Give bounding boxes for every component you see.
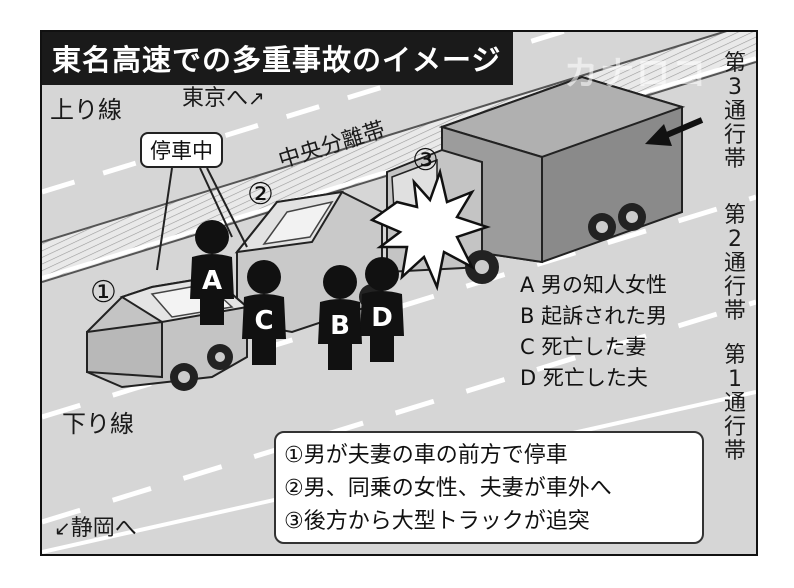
to-tokyo-text: 東京へ [182, 86, 249, 111]
diagram-title: 東名高速での多重事故のイメージ [42, 32, 514, 85]
legend-item-c: C 死亡した妻 [520, 335, 647, 359]
step-3: ③後方から大型トラックが追突 [284, 509, 590, 534]
step-2: ②男、同乗の女性、夫妻が車外へ [284, 476, 612, 501]
person-head [247, 260, 281, 294]
person-letter: A [202, 266, 222, 296]
person-letter: C [254, 306, 273, 336]
lane-2-label: 第2通行帯 [723, 203, 746, 324]
stopped-tag: 停車中 [140, 132, 223, 168]
impact-direction-arrow [645, 117, 704, 146]
median-edge-upper [42, 32, 727, 243]
legend-item-d: D 死亡した夫 [520, 366, 648, 390]
stopped-callout-lines [156, 167, 248, 271]
vehicle-number-1: ① [90, 275, 117, 310]
watermark: カナロコ [564, 54, 708, 94]
person-letter: B [330, 311, 350, 341]
lane-line-2 [42, 299, 756, 525]
outbound-label: 下り線 [62, 410, 134, 438]
person-d: D [360, 257, 404, 362]
person-b: B [318, 265, 362, 370]
people-layer: A B C D [190, 220, 404, 370]
vehicle-number-2: ② [247, 177, 274, 212]
inbound-label: 上り線 [50, 96, 122, 124]
person-body [190, 254, 234, 325]
person-head [323, 265, 357, 299]
person-a: A [190, 220, 234, 325]
person-head [195, 220, 229, 254]
steps-box: ①男が夫妻の車の前方で停車 ②男、同乗の女性、夫妻が車外へ ③後方から大型トラッ… [274, 431, 704, 544]
highway-scene: A B C D ① ② ③ [42, 32, 756, 554]
lane-3-label: 第3通行帯 [723, 51, 746, 172]
to-shizuoka-text: 静岡へ [70, 516, 137, 541]
person-head [365, 257, 399, 291]
to-shizuoka-label: ↙静岡へ [54, 510, 137, 542]
vehicle-number-3: ③ [412, 143, 439, 178]
lane-1-label: 第1通行帯 [723, 343, 746, 464]
legend: A 男の知人女性 B 起訴された男 C 死亡した妻 D 死亡した夫 [520, 270, 667, 394]
diagram-frame: A B C D ① ② ③ 東名高速での多重事故のイメージ カナロコ 上り線 東京へ↗… [40, 30, 758, 556]
left-arrow-icon: ↙ [54, 516, 71, 540]
to-tokyo-label: 東京へ↗ [182, 80, 265, 112]
person-letter: D [371, 303, 393, 333]
step-1: ①男が夫妻の車の前方で停車 [284, 443, 568, 468]
crash-burst [369, 167, 491, 292]
legend-item-b: B 起訴された男 [520, 304, 668, 328]
right-arrow-icon: ↗ [248, 86, 265, 110]
person-body [318, 299, 362, 370]
legend-item-a: A 男の知人女性 [520, 273, 668, 297]
person-c: C [242, 260, 286, 365]
person-body [242, 294, 286, 365]
person-body [360, 291, 404, 362]
